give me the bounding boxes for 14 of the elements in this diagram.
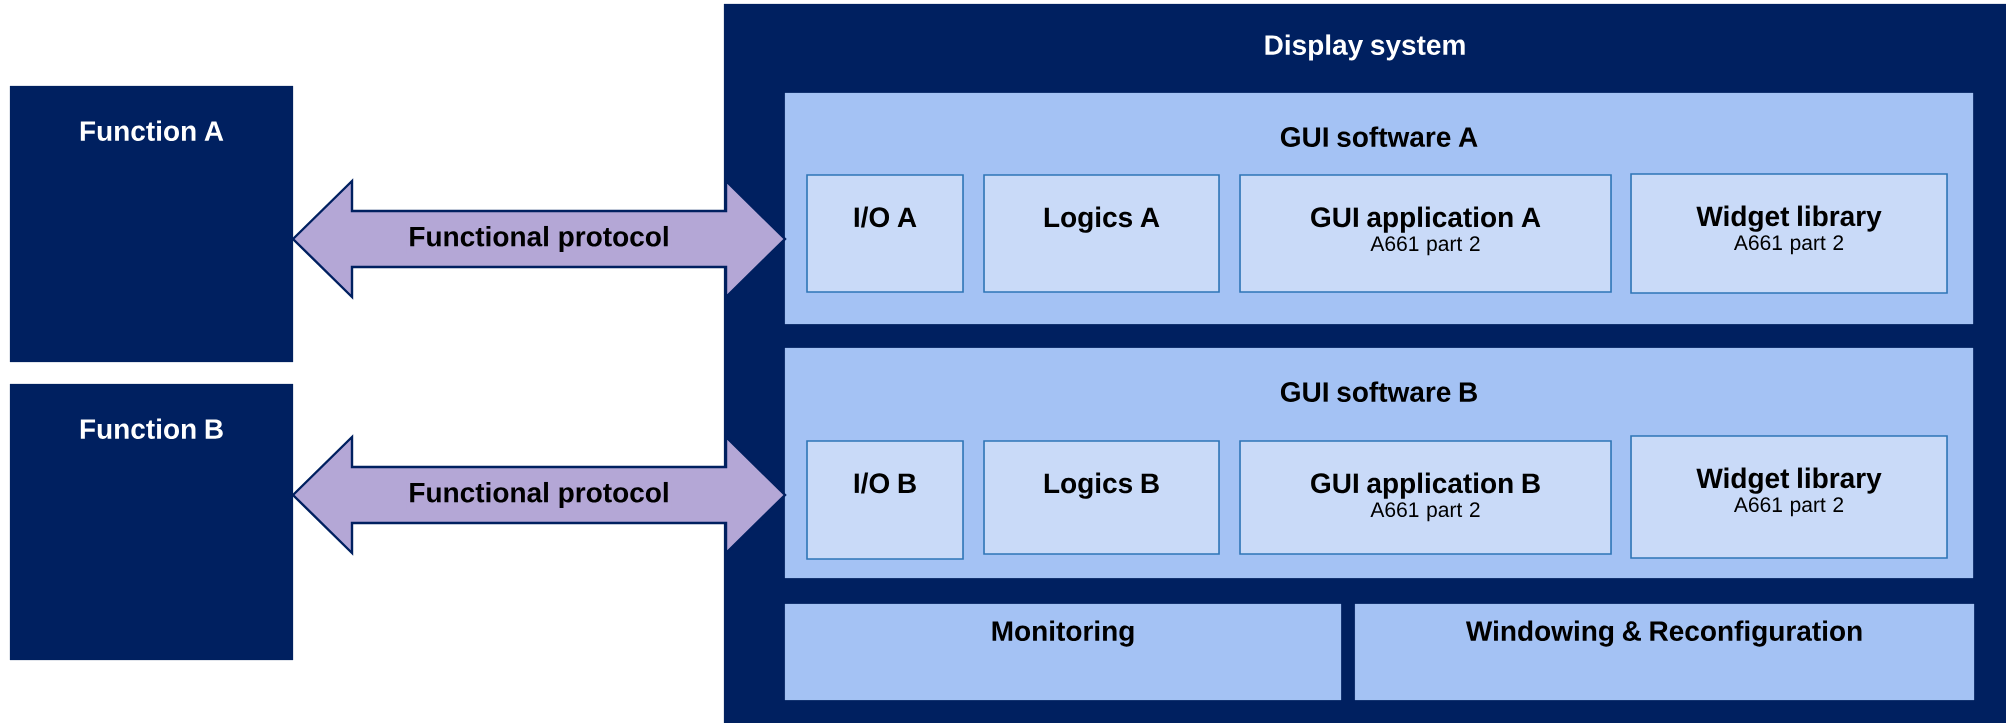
module-box: Widget library A661 part 2 <box>1630 173 1948 294</box>
edge-label: Functional protocol <box>406 479 672 511</box>
module-box: Logics B <box>983 440 1220 555</box>
module-box: GUI application B A661 part 2 <box>1239 440 1612 555</box>
module-box: I/O B <box>806 440 964 560</box>
module-box: GUI application A A661 part 2 <box>1239 174 1612 293</box>
panel: Windowing & Reconfiguration <box>1354 603 1975 701</box>
module-box: Widget library A661 part 2 <box>1630 435 1948 559</box>
module-box: Logics A <box>983 174 1220 293</box>
function-box: Function A <box>9 85 294 363</box>
edge-label: Functional protocol <box>406 223 672 255</box>
function-box: Function B <box>9 383 294 661</box>
panel: Monitoring <box>784 603 1342 701</box>
module-box: I/O A <box>806 174 964 293</box>
